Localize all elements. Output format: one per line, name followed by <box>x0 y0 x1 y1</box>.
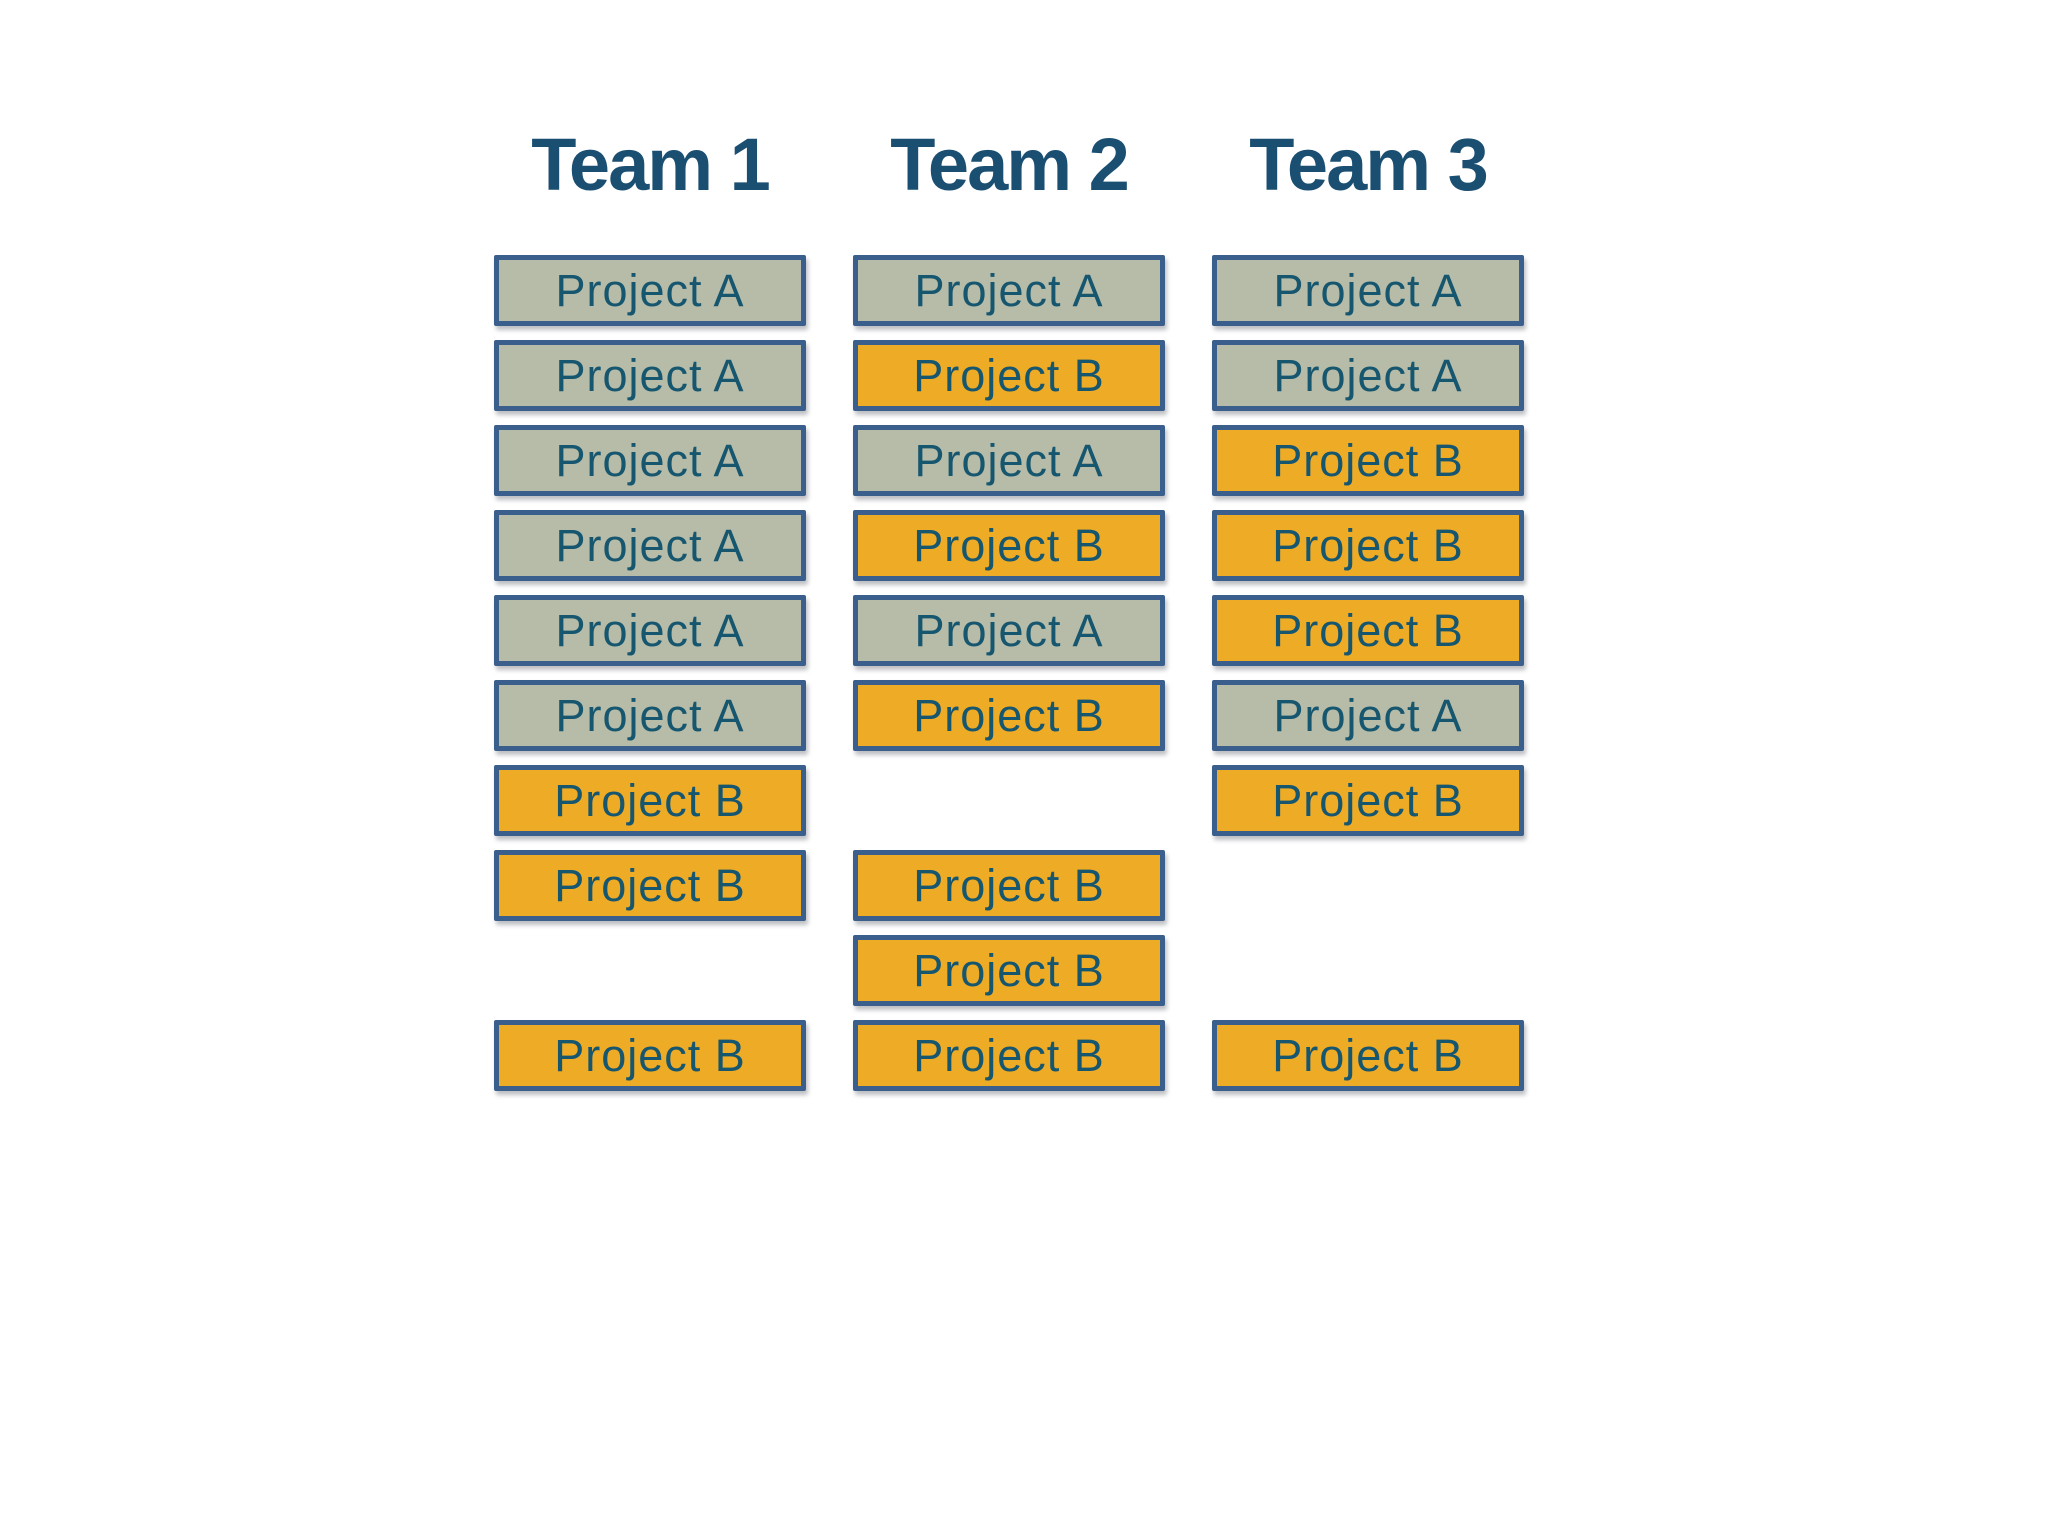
project-b-box: Project B <box>853 1020 1165 1091</box>
project-b-box: Project B <box>853 680 1165 751</box>
project-a-box: Project A <box>1212 680 1524 751</box>
empty-slot <box>494 935 806 1020</box>
project-a-box: Project A <box>853 425 1165 496</box>
project-a-box: Project A <box>494 680 806 751</box>
project-b-box: Project B <box>1212 765 1524 836</box>
team-1-column: Project A Project A Project A Project A Proj… <box>494 255 806 1105</box>
project-b-box: Project B <box>853 850 1165 921</box>
team-3-heading: Team 3 <box>1249 123 1489 206</box>
team-1-heading: Team 1 <box>531 123 771 206</box>
project-a-box: Project A <box>494 425 806 496</box>
project-a-box: Project A <box>494 255 806 326</box>
project-a-box: Project A <box>853 255 1165 326</box>
project-a-box: Project A <box>494 340 806 411</box>
project-b-box: Project B <box>1212 1020 1524 1091</box>
project-b-box: Project B <box>853 935 1165 1006</box>
project-b-box: Project B <box>853 340 1165 411</box>
team-2-heading: Team 2 <box>890 123 1130 206</box>
project-b-box: Project B <box>853 510 1165 581</box>
project-b-box: Project B <box>494 850 806 921</box>
project-a-box: Project A <box>494 510 806 581</box>
project-b-box: Project B <box>1212 425 1524 496</box>
project-b-box: Project B <box>1212 595 1524 666</box>
empty-slot <box>1212 935 1524 1020</box>
team-3-column: Project A Project A Project B Project B Proj… <box>1212 255 1524 1105</box>
project-b-box: Project B <box>494 765 806 836</box>
team-2-column: Project A Project B Project A Project B Proj… <box>853 255 1165 1105</box>
project-b-box: Project B <box>494 1020 806 1091</box>
project-a-box: Project A <box>853 595 1165 666</box>
project-a-box: Project A <box>1212 255 1524 326</box>
project-b-box: Project B <box>1212 510 1524 581</box>
project-a-box: Project A <box>1212 340 1524 411</box>
project-a-box: Project A <box>494 595 806 666</box>
empty-slot <box>1212 850 1524 935</box>
empty-slot <box>853 765 1165 850</box>
